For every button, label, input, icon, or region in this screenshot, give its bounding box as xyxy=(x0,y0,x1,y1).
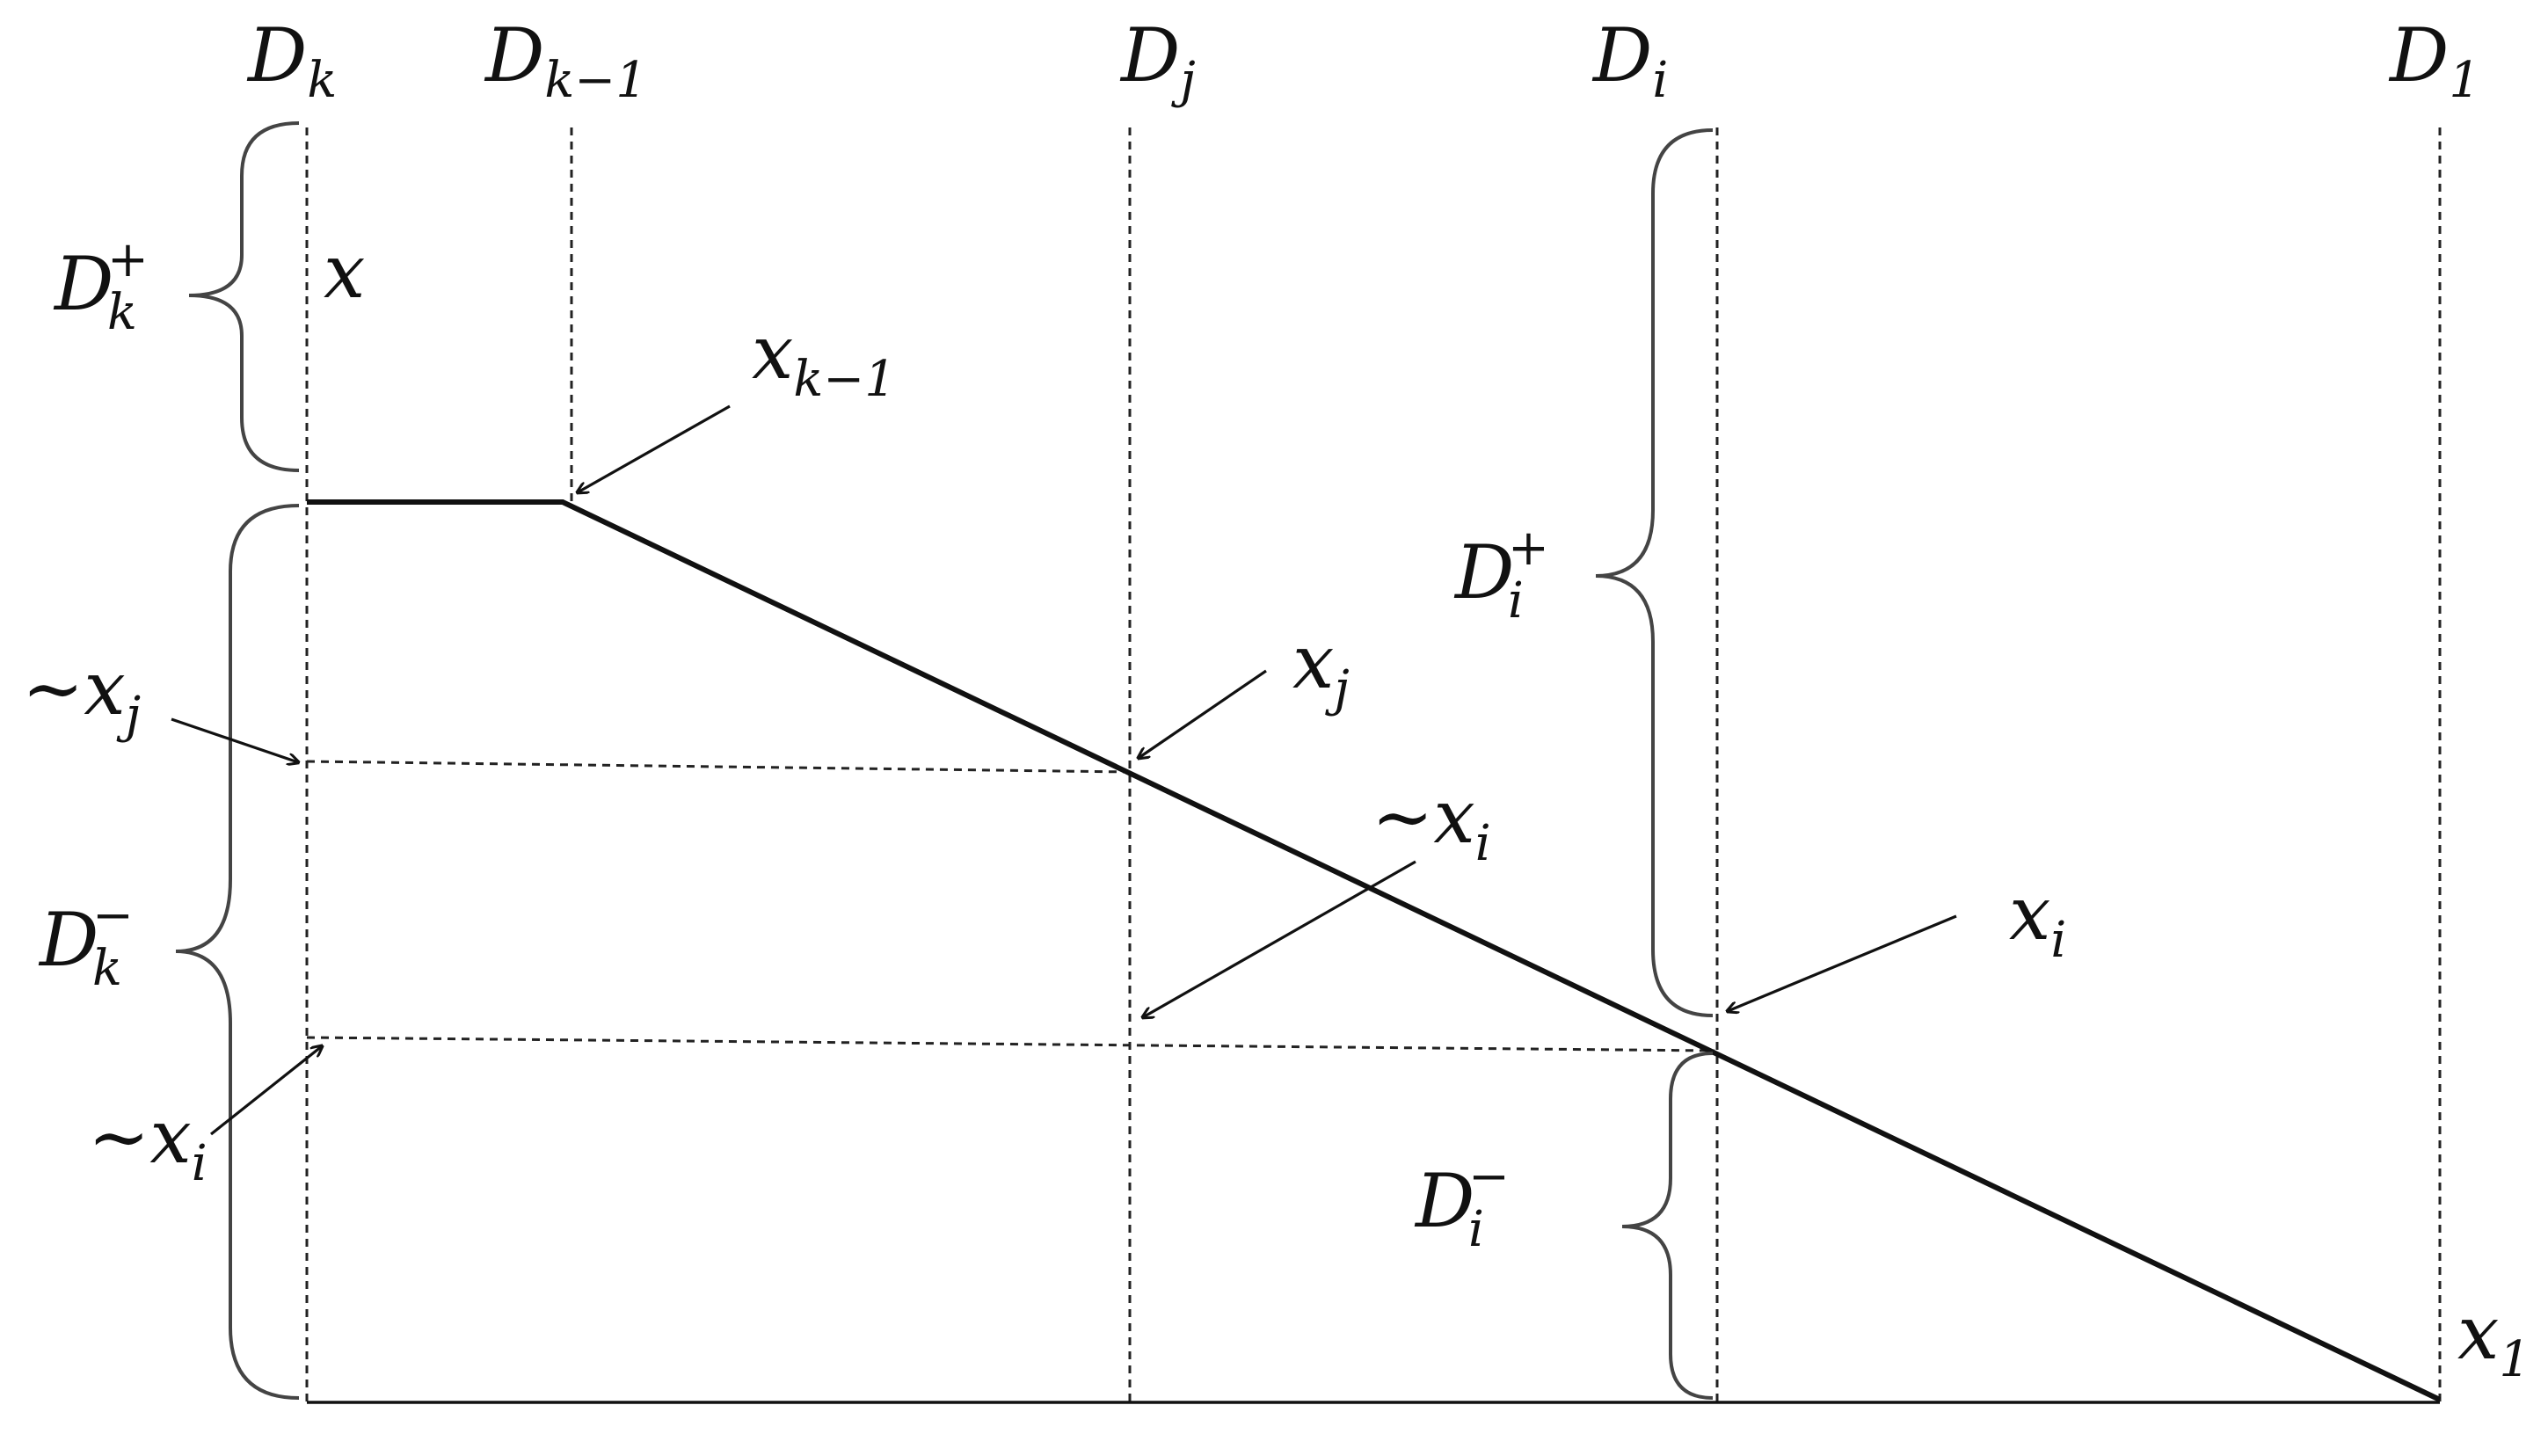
svg-text:i: i xyxy=(1508,572,1524,630)
svg-text:D: D xyxy=(38,897,98,983)
point-label-x: x xyxy=(324,229,365,315)
region-label-di-plus: D + i xyxy=(1453,520,1549,630)
column-label-di: Di xyxy=(1591,12,1668,109)
point-label-x1: x1 xyxy=(2457,1290,2530,1388)
point-label-tilde-xj-left: ∼xj xyxy=(22,645,141,744)
svg-text:i: i xyxy=(1468,1201,1484,1258)
region-label-di-minus: D − i xyxy=(1414,1148,1510,1258)
point-label-xk1: xk−1 xyxy=(752,309,896,408)
point-label-xj: xj xyxy=(1292,619,1350,717)
svg-text:−: − xyxy=(1468,1148,1510,1205)
arrow-tilde-xi-mid xyxy=(1143,860,1416,1017)
svg-text:D: D xyxy=(1414,1158,1474,1244)
svg-text:+: + xyxy=(107,231,149,288)
arrow-tilde-xj-left xyxy=(171,717,298,762)
projection-line-xj xyxy=(306,760,1131,774)
column-label-dj: Dj xyxy=(1119,12,1196,109)
column-label-dk1: Dk−1 xyxy=(484,12,647,109)
column-label-dk: Dk xyxy=(246,12,337,109)
arrow-xi xyxy=(1728,914,1957,1011)
svg-text:D: D xyxy=(1453,529,1514,615)
point-label-tilde-xi-mid: ∼xi xyxy=(1372,774,1491,872)
point-label-xi: xi xyxy=(2009,870,2066,969)
arrow-tilde-xi-left xyxy=(210,1046,322,1136)
column-label-d1: D1 xyxy=(2388,12,2480,109)
svg-text:+: + xyxy=(1508,520,1549,577)
svg-text:k: k xyxy=(92,940,122,997)
brace-dk-minus xyxy=(175,504,300,1400)
arrow-xk1 xyxy=(578,404,731,492)
main-curve xyxy=(307,499,2442,1402)
arrow-xj xyxy=(1139,669,1267,758)
region-label-dk-minus: D − k xyxy=(38,887,134,997)
svg-text:k: k xyxy=(107,284,137,341)
svg-text:D: D xyxy=(53,241,113,327)
brace-dk-plus xyxy=(188,121,300,472)
projection-line-xi xyxy=(306,1036,1715,1052)
point-label-tilde-xi-left: ∼xi xyxy=(88,1094,207,1192)
region-label-dk-plus: D + k xyxy=(53,231,149,341)
brace-di-plus xyxy=(1595,128,1714,1017)
brace-di-minus xyxy=(1621,1052,1714,1400)
svg-text:−: − xyxy=(92,887,134,944)
